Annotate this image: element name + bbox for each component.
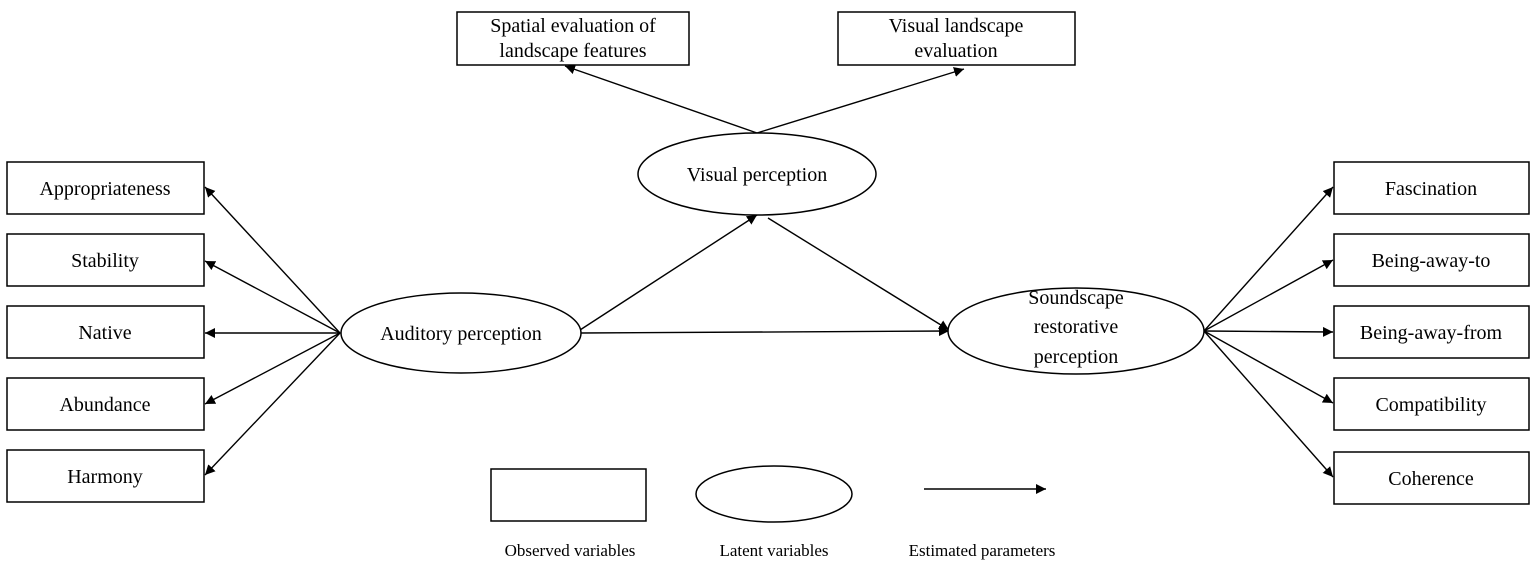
node-fascination-label: Fascination [1385, 178, 1477, 200]
node-visual-landscape-evaluation: Visual landscape evaluation [837, 11, 1076, 66]
node-stability: Stability [6, 233, 205, 287]
node-native: Native [6, 305, 205, 359]
node-soundscape-line-2: restorative [1034, 316, 1119, 338]
node-soundscape-restorative-perception: Soundscape restorative perception [947, 287, 1205, 375]
node-coherence: Coherence [1333, 451, 1530, 505]
edge-auditory-to-stability [204, 260, 341, 334]
edge-auditory-to-harmony [204, 332, 341, 476]
node-spatial-evaluation-line-1: Spatial evaluation of [490, 15, 656, 37]
node-compatibility: Compatibility [1333, 377, 1530, 431]
node-stability-label: Stability [71, 250, 139, 272]
edge-auditory-to-abundance [204, 332, 341, 405]
node-visual-perception-label: Visual perception [687, 164, 827, 186]
node-soundscape-line-3: perception [1034, 346, 1118, 368]
node-harmony-label: Harmony [67, 466, 143, 488]
node-being-away-to: Being-away-to [1333, 233, 1530, 287]
edge-soundscape-to-compatibility [1203, 330, 1334, 404]
node-fascination: Fascination [1333, 161, 1530, 215]
legend-latent-label: Latent variables [719, 541, 828, 560]
edge-auditory-to-visual [579, 214, 758, 331]
edge-visual-to-soundscape [767, 217, 950, 331]
edge-soundscape-to-being-away-to [1203, 259, 1334, 332]
node-visual-landscape-evaluation-line-1: Visual landscape [889, 15, 1024, 37]
edge-visual-to-landscape [756, 67, 965, 134]
node-compatibility-label: Compatibility [1375, 394, 1486, 416]
edges [204, 64, 1334, 478]
node-being-away-to-label: Being-away-to [1372, 250, 1491, 272]
node-spatial-evaluation: Spatial evaluation of landscape features [456, 11, 690, 66]
node-spatial-evaluation-line-2: landscape features [499, 40, 646, 62]
node-native-label: Native [78, 322, 131, 344]
node-auditory-perception-label: Auditory perception [380, 323, 542, 345]
edge-soundscape-to-being-away-from [1203, 326, 1334, 337]
node-being-away-from-label: Being-away-from [1360, 322, 1503, 344]
edge-visual-to-spatial [564, 64, 758, 134]
edge-auditory-to-soundscape [580, 326, 950, 337]
legend-latent-symbol [695, 465, 853, 523]
legend-observed-symbol [490, 468, 647, 522]
node-abundance: Abundance [6, 377, 205, 431]
edge-soundscape-to-coherence [1203, 330, 1334, 478]
node-coherence-label: Coherence [1388, 468, 1474, 490]
node-visual-landscape-evaluation-line-2: evaluation [914, 40, 997, 62]
node-abundance-label: Abundance [59, 394, 150, 416]
node-appropriateness: Appropriateness [6, 161, 205, 215]
edge-auditory-to-appropriateness [204, 186, 341, 334]
node-appropriateness-label: Appropriateness [39, 178, 170, 200]
legend: Observed variables Latent variables Esti… [490, 465, 1056, 560]
node-auditory-perception: Auditory perception [340, 292, 582, 374]
node-soundscape-line-1: Soundscape [1028, 287, 1124, 309]
node-harmony: Harmony [6, 449, 205, 503]
legend-estimated-label: Estimated parameters [909, 541, 1056, 560]
node-being-away-from: Being-away-from [1333, 305, 1530, 359]
legend-observed-label: Observed variables [505, 541, 636, 560]
edge-soundscape-to-fascination [1203, 186, 1334, 332]
node-visual-perception: Visual perception [637, 132, 877, 216]
